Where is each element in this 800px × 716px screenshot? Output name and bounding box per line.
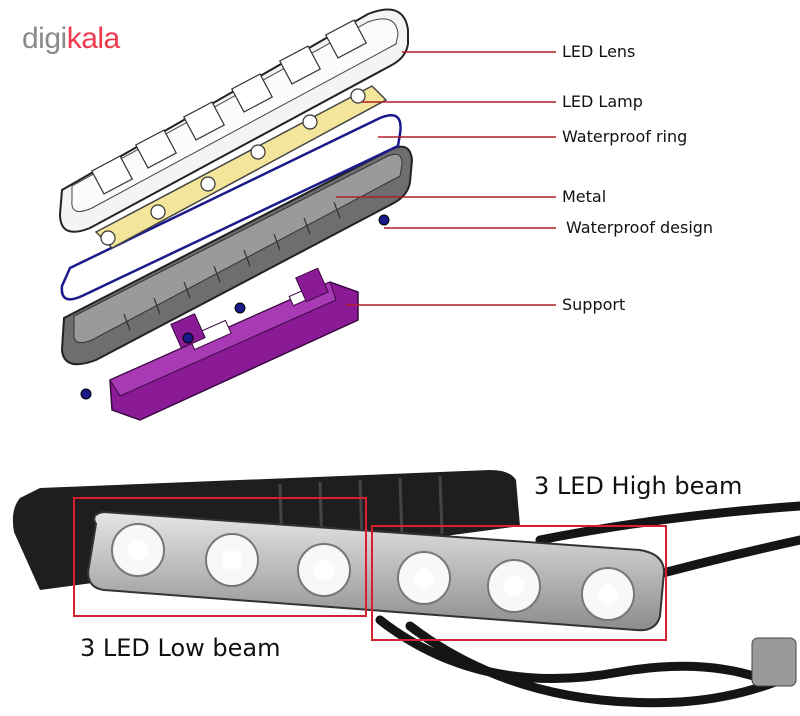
product-photo [12,470,800,708]
screws [80,214,390,400]
waterproof-ring [60,114,402,301]
callout-metal: Metal [562,187,607,206]
callout-led-lamp: LED Lamp [562,92,643,111]
callout-led-lens: LED Lens [562,42,636,61]
led-lens-part [58,8,409,233]
leader-lines [336,51,556,306]
high-beam-box [371,525,667,641]
low-beam-box [73,497,367,617]
digikala-logo: digikala [22,22,120,56]
exploded-diagram [58,8,556,421]
callout-waterproof-ring: Waterproof ring [562,127,688,146]
callout-waterproof-design: Waterproof design [566,218,714,237]
callout-support: Support [562,295,626,314]
led-pcb [94,85,388,249]
logo-text-digi: digi [22,22,67,55]
high-beam-label: 3 LED High beam [534,472,743,500]
support-bracket [109,267,359,421]
logo-text-kala: kala [66,22,121,55]
connector-plug [751,637,797,687]
low-beam-label: 3 LED Low beam [80,634,281,662]
metal-housing [60,145,414,366]
